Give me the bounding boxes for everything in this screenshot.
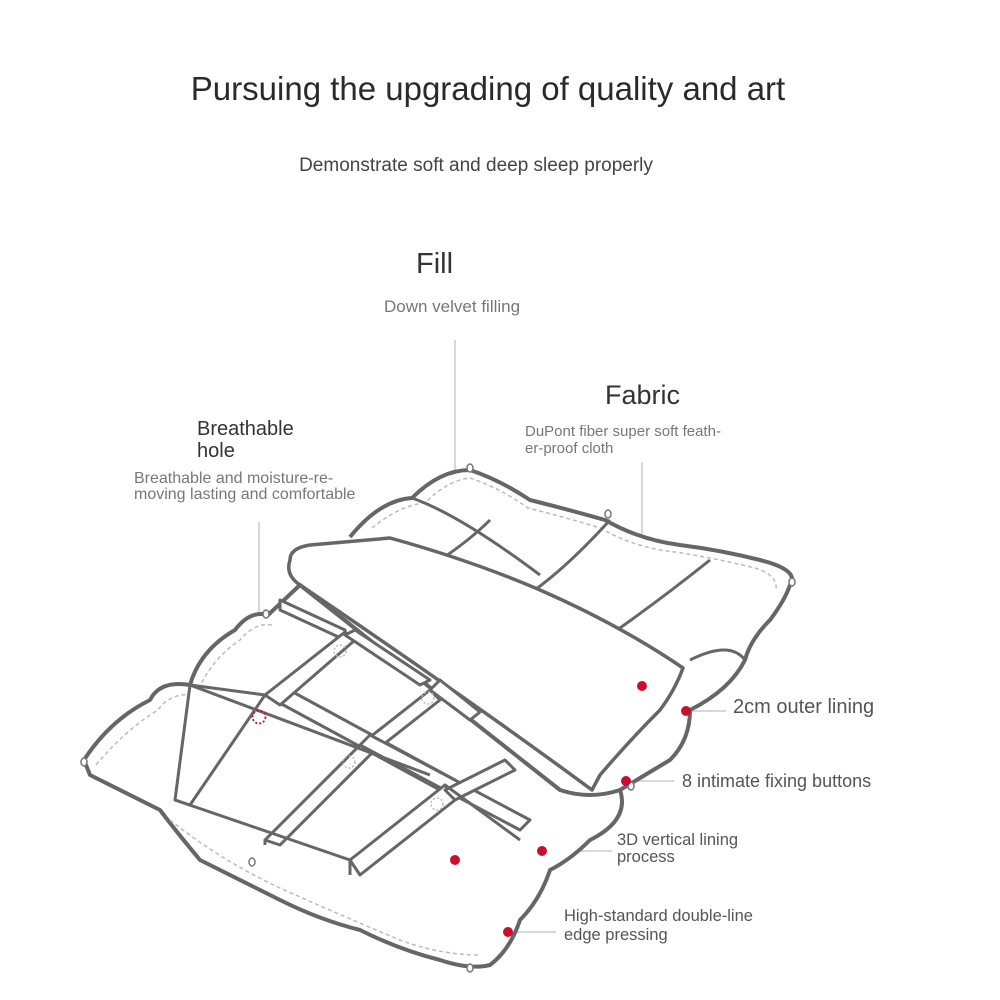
page-title: Pursuing the upgrading of quality and ar…: [190, 70, 786, 107]
breathable-description-line1: Breathable and moisture-re-: [134, 470, 334, 487]
edge-pressing-marker: [503, 927, 513, 937]
fabric-description-line2: er-proof cloth: [525, 440, 614, 457]
callout-markers: [450, 681, 691, 937]
fabric-description-line1: DuPont fiber super soft feath-: [525, 423, 721, 440]
top-fabric-flap: [287, 536, 685, 792]
edge-pressing-label-line1: High-standard double-line: [564, 907, 753, 925]
vertical-lining-label-line2: process: [617, 848, 675, 866]
compartment-lines: [174, 683, 521, 875]
page-subtitle: Demonstrate soft and deep sleep properly: [299, 155, 653, 176]
outer-lining-marker: [681, 706, 691, 716]
fixing-buttons-label: 8 intimate fixing buttons: [682, 771, 872, 791]
edge-pressing-label-line2: edge pressing: [564, 926, 668, 944]
fixing-button-loops: [80, 463, 796, 973]
vertical-lining-marker: [537, 846, 547, 856]
vertical-lining-label-line1: 3D vertical lining: [617, 831, 739, 849]
fixing-buttons-marker: [621, 776, 631, 786]
breathable-description-line2: moving lasting and comfortable: [134, 486, 356, 503]
breathable-title-line2: hole: [197, 440, 235, 462]
fill-title: Fill: [416, 248, 454, 280]
breathable-hole-marker: [251, 709, 267, 725]
front-quilt-stitch-line-bottom: [169, 819, 481, 956]
front-quilt-outline: [82, 583, 624, 969]
fabric-marker: [637, 681, 647, 691]
fill-description: Down velvet filling: [384, 297, 521, 316]
fabric-title: Fabric: [605, 380, 681, 410]
fill-marker: [450, 855, 460, 865]
breathable-title-line1: Breathable: [197, 418, 294, 440]
outer-lining-label: 2cm outer lining: [733, 696, 875, 718]
back-quilt-stitch-line: [371, 477, 777, 591]
breathable-holes: [333, 644, 444, 811]
